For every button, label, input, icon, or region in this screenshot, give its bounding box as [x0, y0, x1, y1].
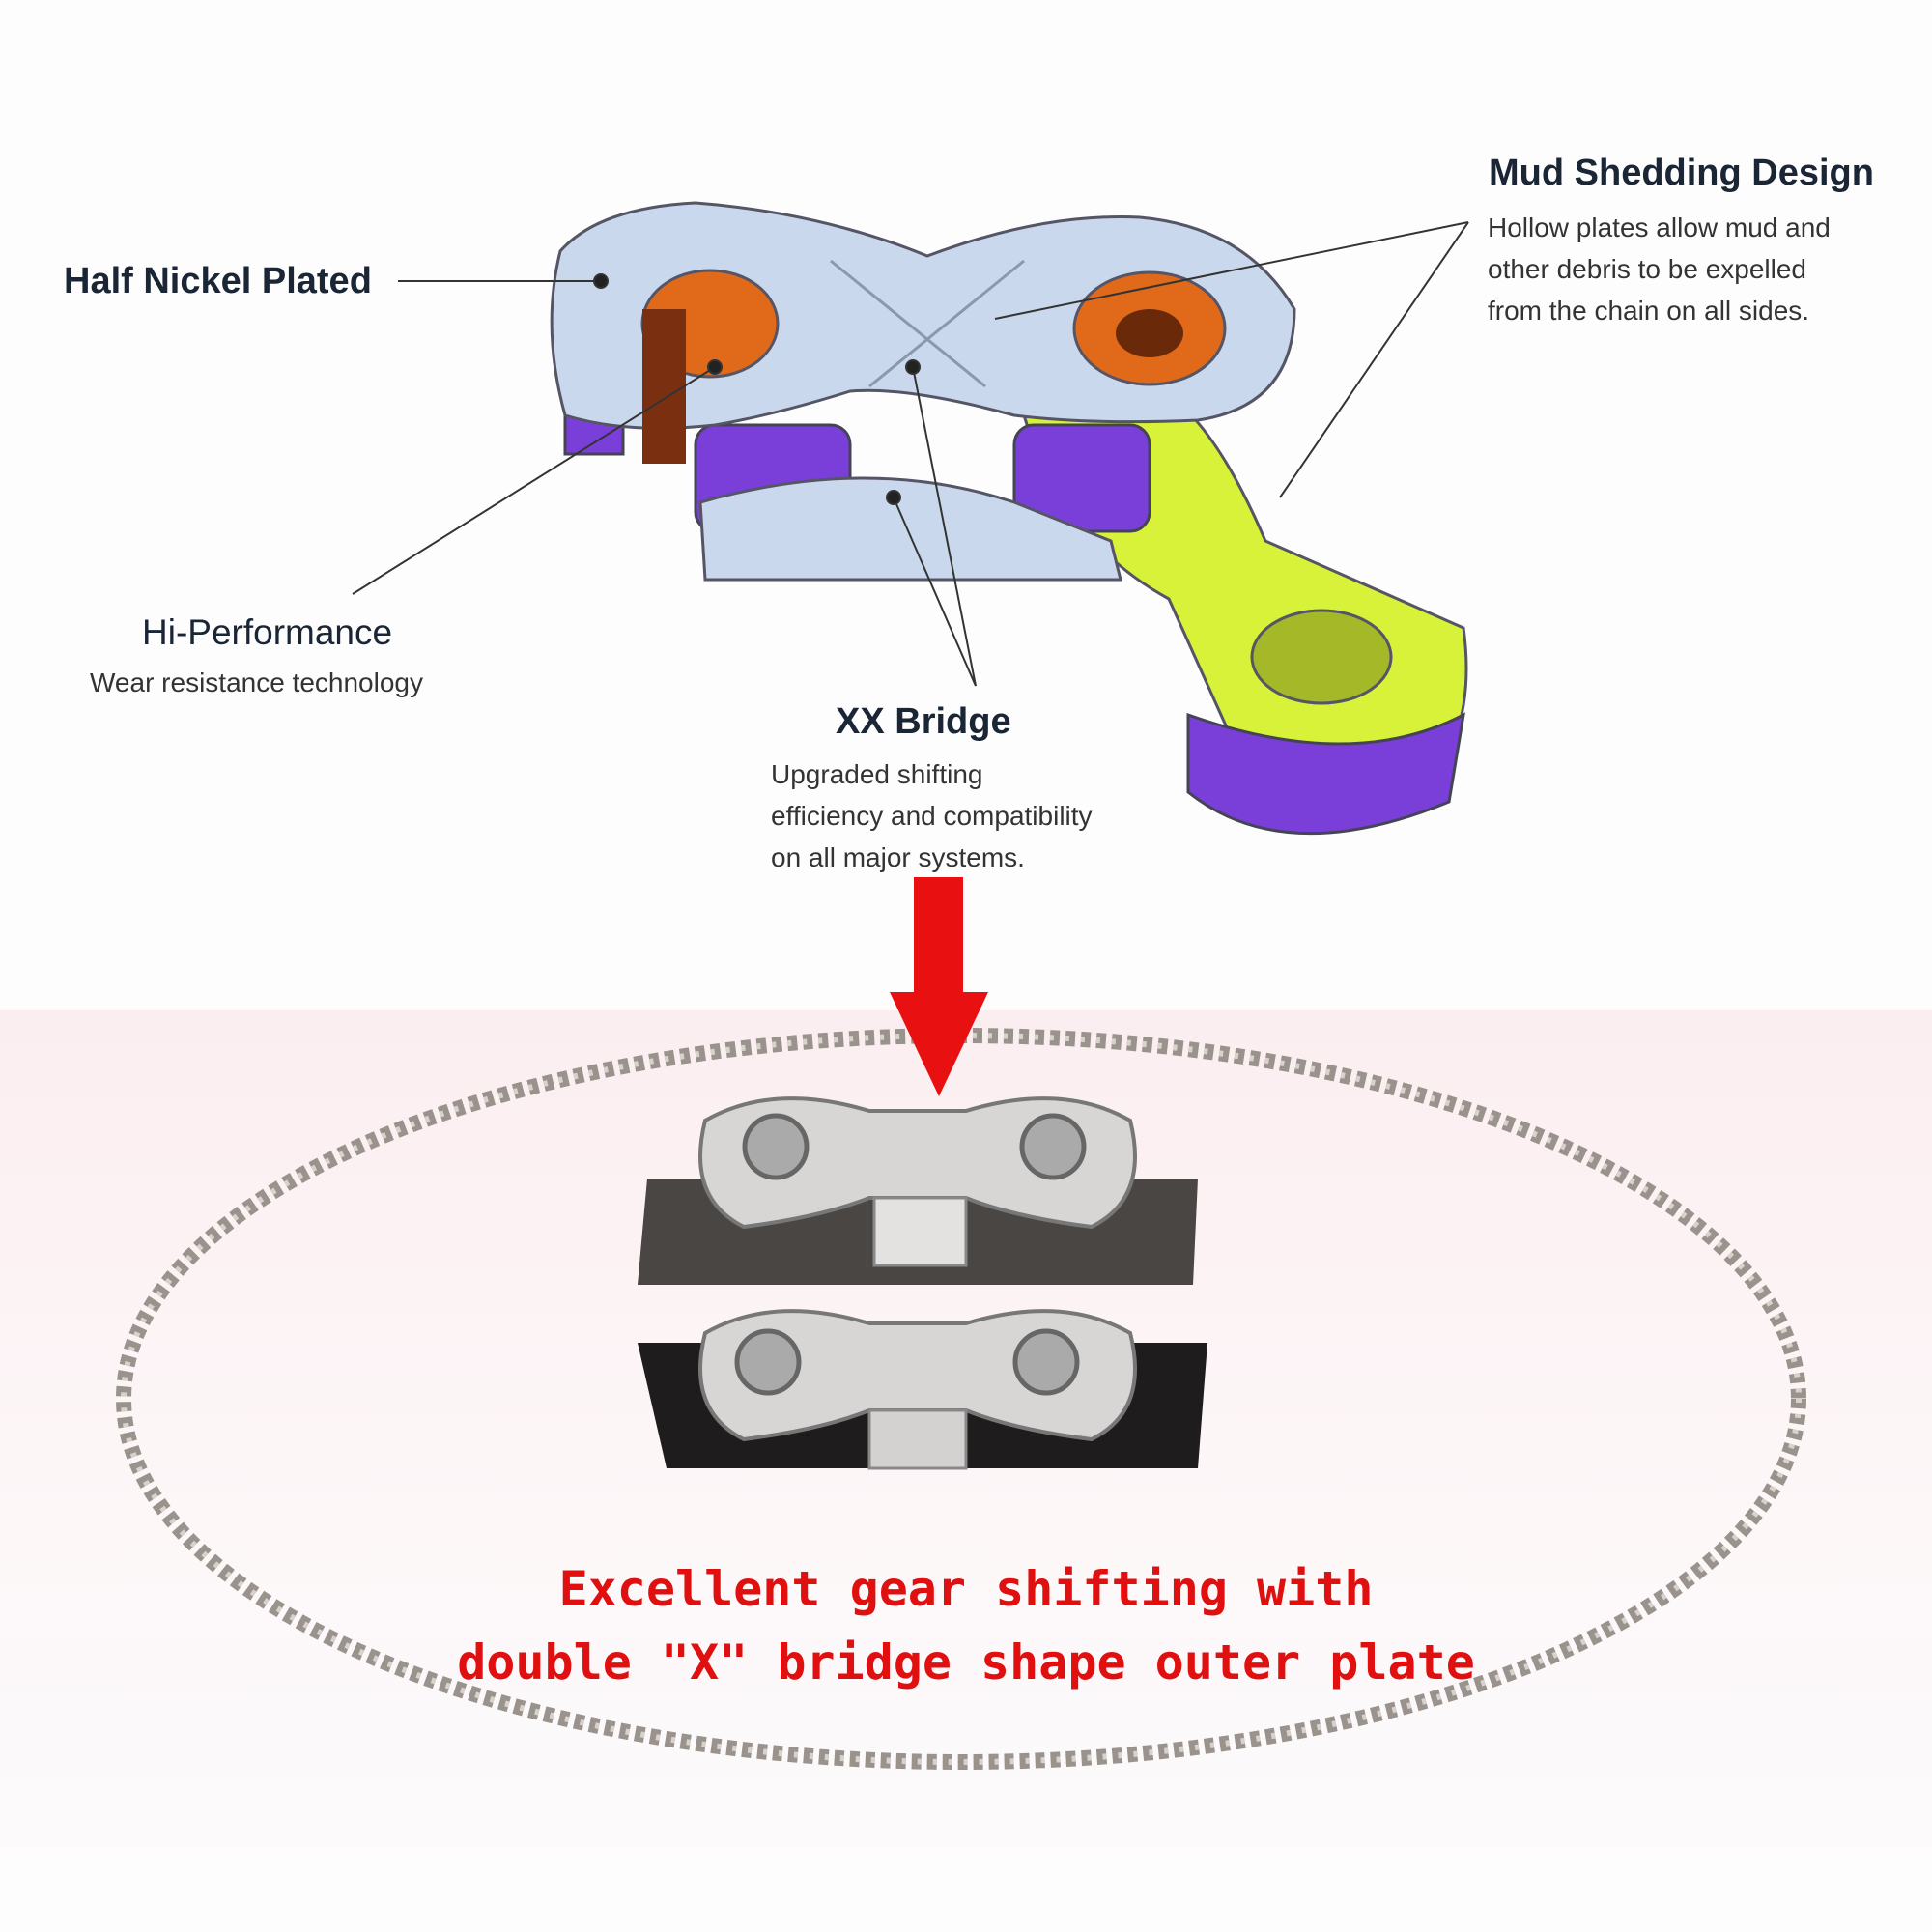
- desc-line: Upgraded shifting: [771, 759, 983, 789]
- desc-line: other debris to be expelled: [1488, 254, 1806, 284]
- label-xx-bridge-desc: Upgraded shifting efficiency and compati…: [771, 753, 1093, 878]
- label-mud-shedding-title: Mud Shedding Design: [1489, 153, 1874, 193]
- label-hi-performance-desc: Wear resistance technology: [90, 668, 423, 697]
- desc-line: efficiency and compatibility: [771, 801, 1093, 831]
- label-xx-bridge-title: XX Bridge: [836, 701, 1011, 742]
- desc-line: Hollow plates allow mud and: [1488, 213, 1831, 242]
- label-half-nickel-plated: Half Nickel Plated: [64, 261, 372, 301]
- caption-line-2: double "X" bridge shape outer plate: [457, 1634, 1475, 1690]
- label-hi-performance-title: Hi-Performance: [142, 612, 393, 652]
- desc-line: on all major systems.: [771, 842, 1025, 872]
- red-down-arrow: [890, 877, 988, 1096]
- desc-line: from the chain on all sides.: [1488, 296, 1810, 326]
- label-mud-shedding-desc: Hollow plates allow mud and other debris…: [1488, 207, 1831, 331]
- chain-closeup-photo: [638, 1096, 1208, 1470]
- chain-cad-illustration: [352, 201, 1469, 836]
- caption-line-1: Excellent gear shifting with: [558, 1561, 1374, 1617]
